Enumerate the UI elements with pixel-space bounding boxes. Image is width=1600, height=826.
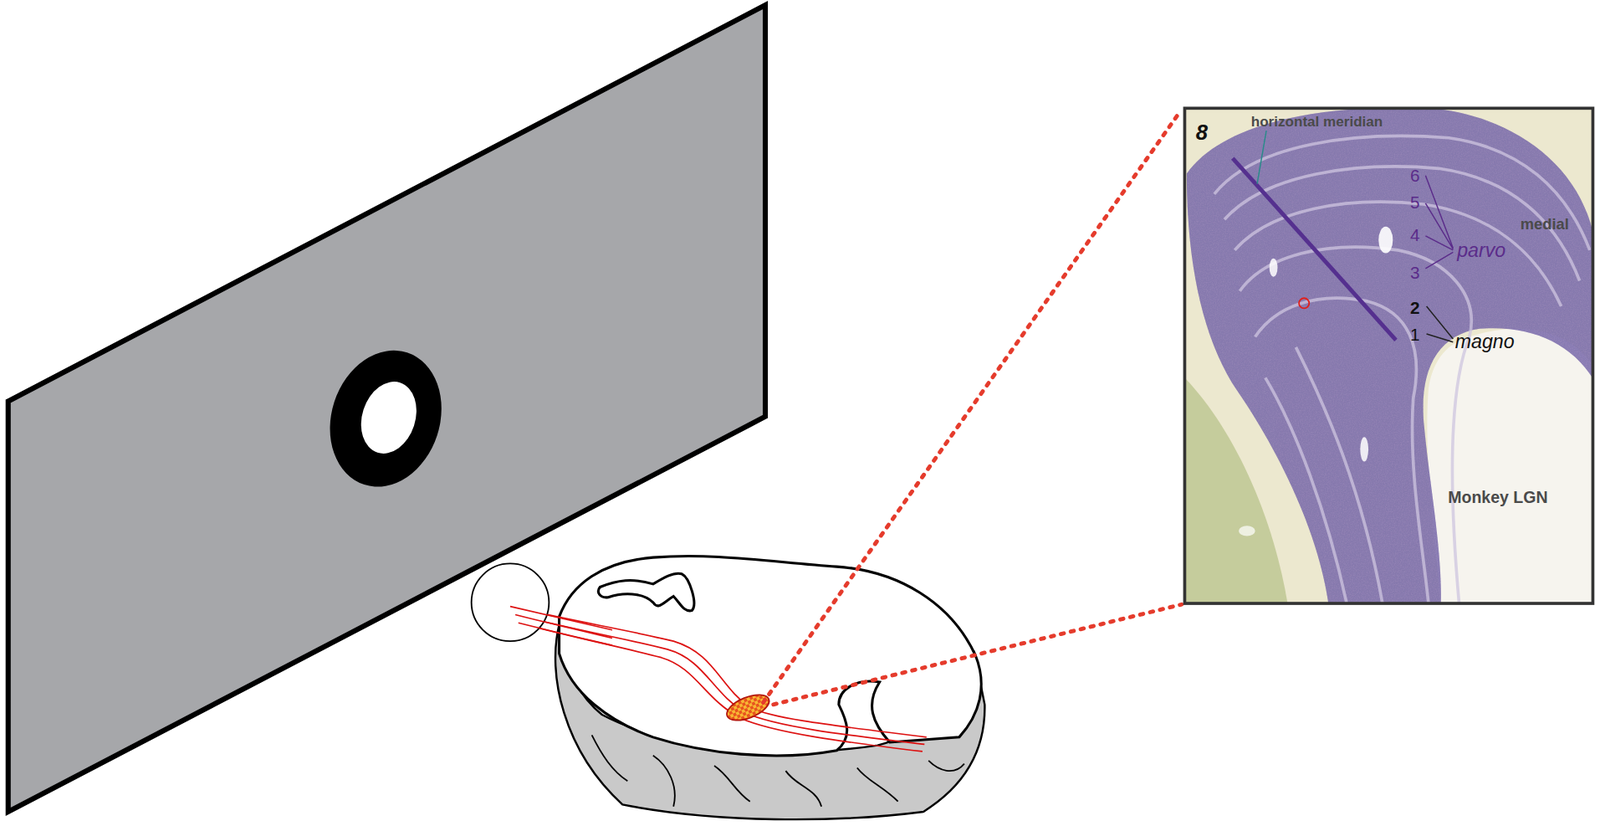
direction-label: medial [1520,216,1570,232]
optic-fiber [515,613,925,744]
leader-line [1426,306,1454,343]
axis-label: horizontal meridian [1251,115,1384,130]
interlaminar-band [1224,166,1580,281]
horizontal-meridian-line [1232,158,1396,340]
panel-number: 8 [1196,122,1208,144]
brain-slice-top [559,555,982,755]
leader-line [1257,130,1267,184]
interlaminar-band [1255,297,1429,604]
optic-fiber [510,606,927,737]
layer-number: 3 [1410,263,1421,282]
vessel-hole [1269,258,1278,277]
pathway-label: magno [1455,332,1515,352]
interlaminar-band [1265,377,1348,604]
ventricle [598,572,694,611]
pathway-label: parvo [1456,241,1506,261]
layer-number: 4 [1410,225,1421,244]
layer-number: 1 [1410,326,1421,344]
interlaminar-band [1295,347,1383,604]
zoom-line [763,112,1181,702]
lgn-layers [1186,107,1594,604]
vessel-hole [1378,226,1393,254]
interlaminar-bands [1214,135,1590,604]
lgn-location [723,689,773,726]
ring-stimulus [312,335,459,501]
panel-title: Monkey LGN [1447,490,1548,507]
recording-site [1298,297,1309,308]
layer-number: 6 [1410,166,1421,185]
interlaminar-band [1239,246,1472,604]
zoom-line [773,603,1182,705]
vessel-hole [1359,436,1369,461]
ring-center [352,373,425,461]
optic-nerve [510,606,613,645]
vessel-hole [1238,525,1256,536]
eye [471,562,550,641]
optic-fiber [518,622,923,752]
interlaminar-band [1214,135,1590,250]
layer-number: 5 [1410,193,1421,211]
inset-frame [1184,107,1593,604]
leader-line [1425,175,1453,269]
layer-number: 2 [1410,299,1421,317]
